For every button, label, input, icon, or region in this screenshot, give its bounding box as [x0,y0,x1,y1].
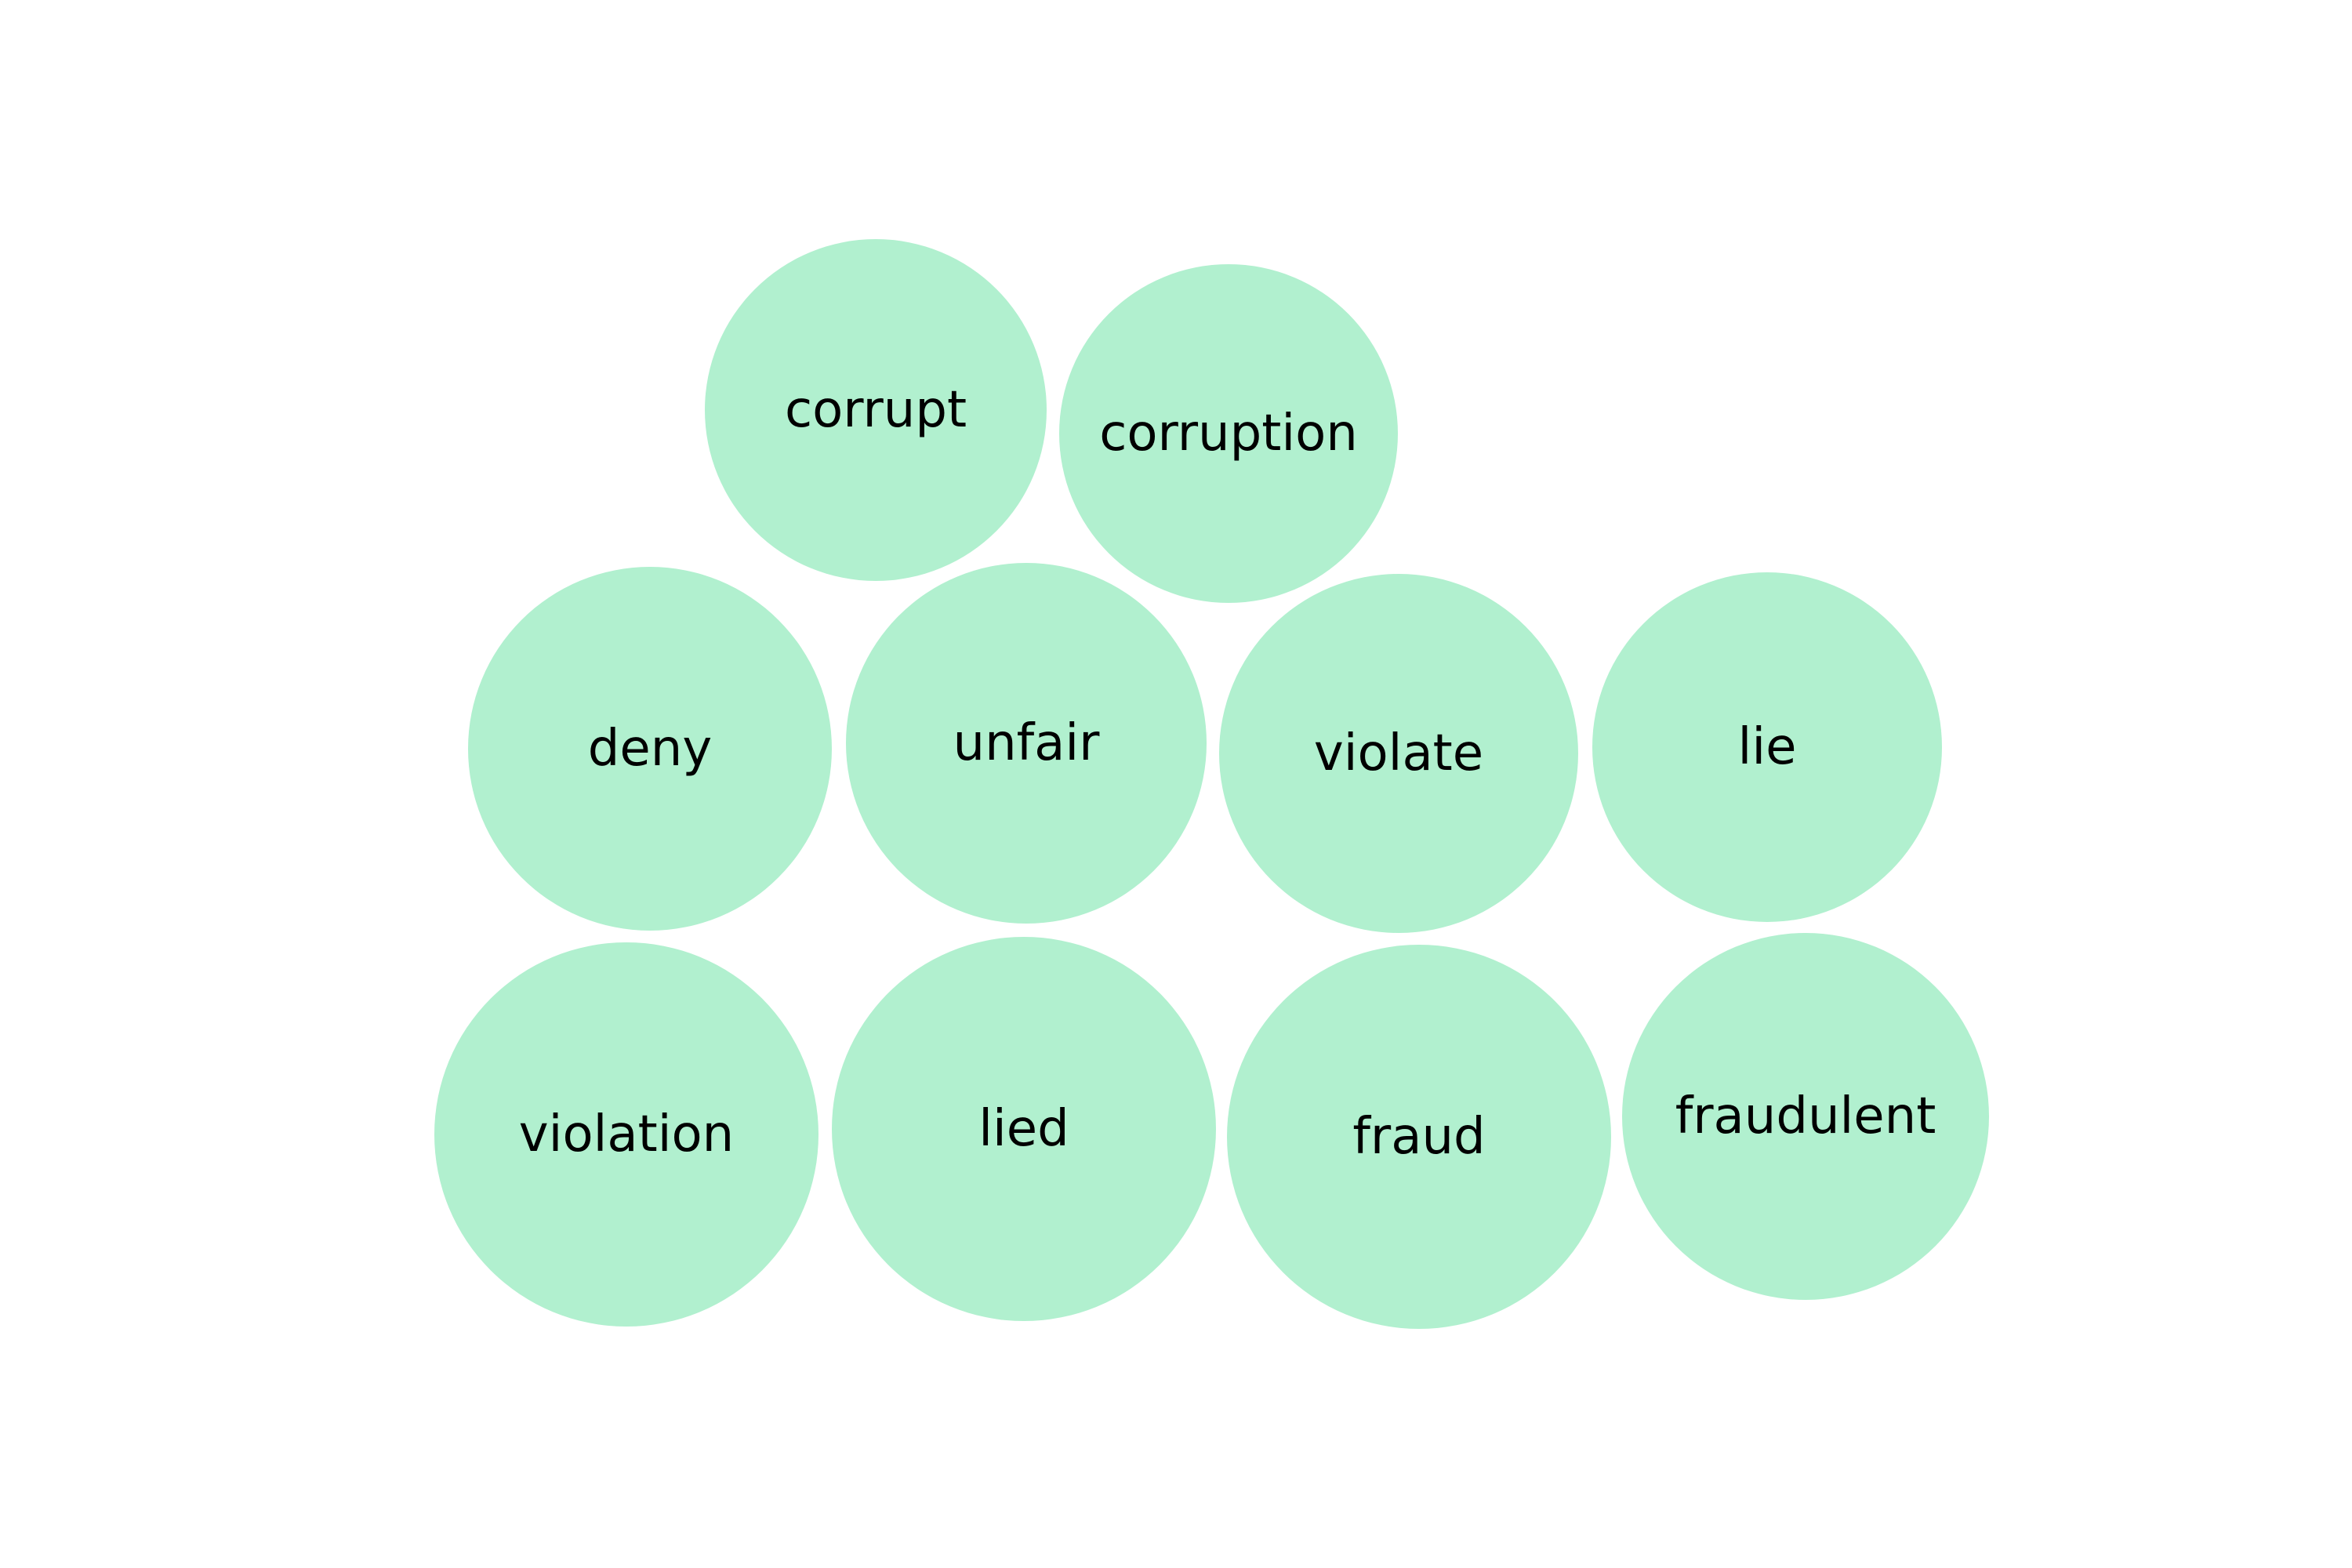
bubble-label-fraudulent: fraudulent [1675,1087,1936,1145]
bubble-violation: violation [434,942,818,1327]
bubble-label-lied: lied [978,1100,1069,1158]
bubble-label-corrupt: corrupt [785,381,967,439]
bubble-fraud: fraud [1227,945,1611,1329]
bubble-corruption: corruption [1059,264,1398,603]
bubble-label-lie: lie [1738,718,1797,776]
bubble-circle-lied [832,937,1216,1321]
bubble-circle-violation [434,942,818,1327]
bubble-lied: lied [832,937,1216,1321]
bubble-circle-violate [1219,574,1578,933]
bubble-deny: deny [468,567,832,931]
bubble-circle-lie [1592,572,1942,922]
bubble-circle-fraudulent [1622,933,1989,1300]
bubble-label-corruption: corruption [1099,405,1358,463]
bubble-circle-unfair [846,563,1207,924]
bubble-circle-corrupt [705,239,1047,581]
bubble-label-violation: violation [519,1105,734,1163]
bubble-circle-fraud [1227,945,1611,1329]
bubble-circle-deny [468,567,832,931]
bubble-unfair: unfair [846,563,1207,924]
bubble-violate: violate [1219,574,1578,933]
bubble-lie: lie [1592,572,1942,922]
bubble-circle-corruption [1059,264,1398,603]
bubble-corrupt: corrupt [705,239,1047,581]
bubble-fraudulent: fraudulent [1622,933,1989,1300]
bubble-label-deny: deny [588,720,712,778]
bubble-label-violate: violate [1314,724,1483,782]
bubble-label-unfair: unfair [953,714,1101,772]
bubble-label-fraud: fraud [1352,1108,1485,1166]
